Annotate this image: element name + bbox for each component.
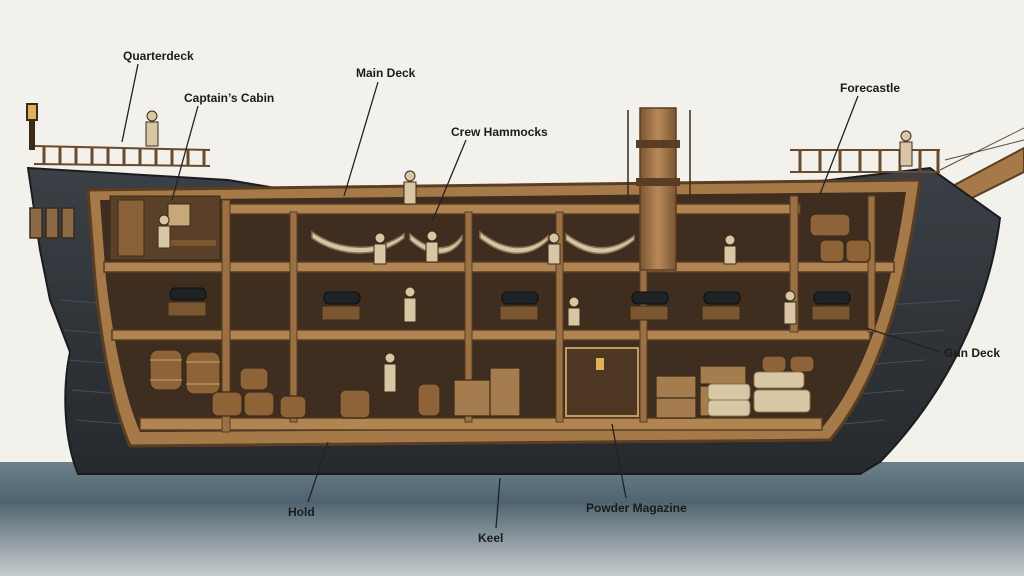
label-quarterdeck: Quarterdeck bbox=[123, 49, 194, 63]
mast-icon bbox=[627, 107, 691, 271]
forecastle-railing bbox=[790, 149, 940, 173]
stern-windows bbox=[29, 207, 75, 239]
label-powder-magazine: Powder Magazine bbox=[586, 501, 687, 515]
label-main-deck: Main Deck bbox=[356, 66, 416, 80]
label-forecastle: Forecastle bbox=[840, 81, 901, 95]
crew-figure-icon bbox=[145, 110, 913, 393]
label-gun-deck: Gun Deck bbox=[944, 346, 1001, 360]
powder-magazine-room bbox=[565, 347, 639, 417]
label-keel: Keel bbox=[478, 531, 504, 545]
sea bbox=[0, 462, 1024, 576]
cannon-icon bbox=[169, 287, 851, 305]
quarterdeck-railing bbox=[33, 145, 211, 167]
leader-lines bbox=[121, 63, 941, 529]
cargo-sacks bbox=[707, 371, 811, 417]
label-crew-hammocks: Crew Hammocks bbox=[451, 125, 548, 139]
deck-planks bbox=[103, 203, 895, 431]
label-captains-cabin: Captain’s Cabin bbox=[184, 91, 275, 105]
label-hold: Hold bbox=[288, 505, 315, 519]
lantern-icon bbox=[26, 103, 38, 150]
cannon-carriages bbox=[167, 301, 851, 321]
